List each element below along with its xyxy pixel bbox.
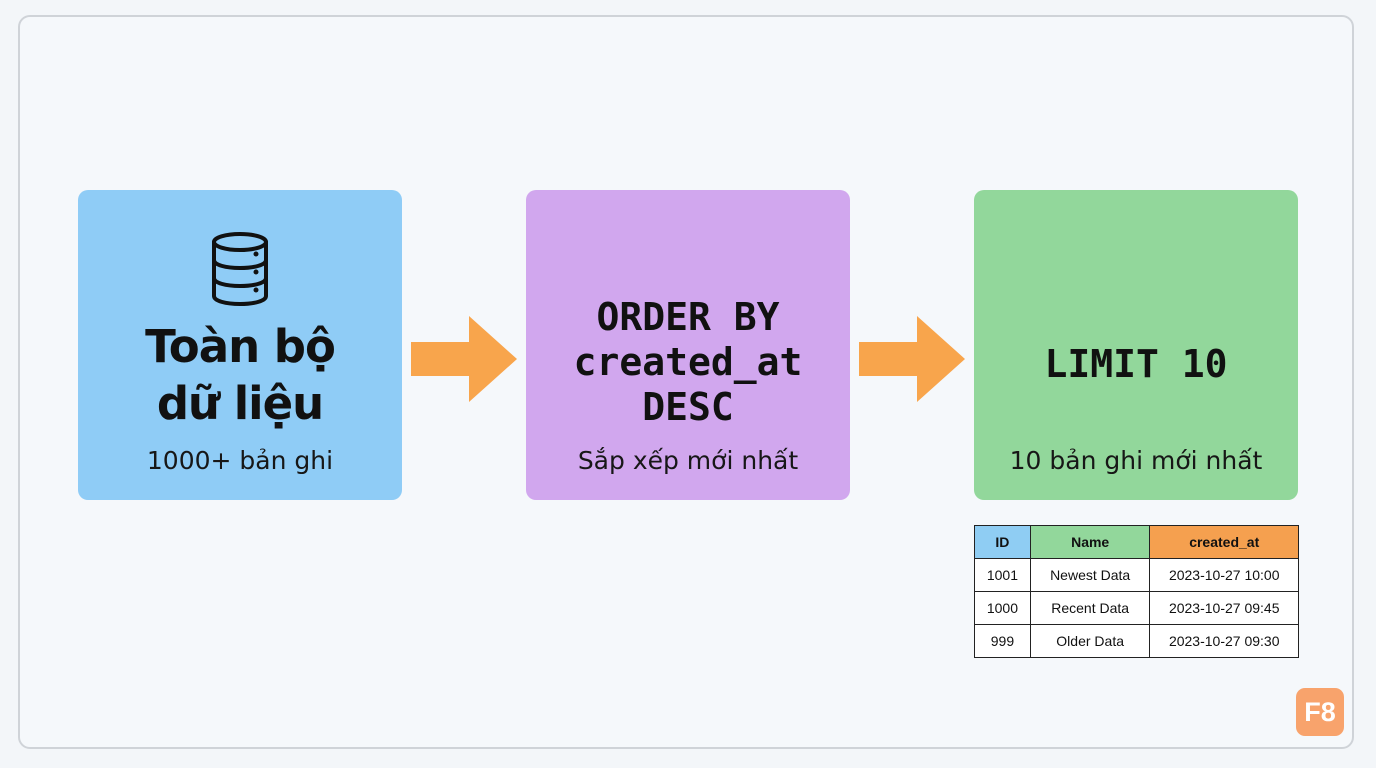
arrow-right-icon bbox=[411, 316, 517, 402]
f8-logo-badge: F8 bbox=[1296, 688, 1344, 736]
database-icon bbox=[212, 232, 268, 306]
step-all-data: Toàn bộ dữ liệu 1000+ bản ghi bbox=[78, 190, 402, 500]
step-title-line: Toàn bộ bbox=[145, 320, 336, 373]
step-title-line: dữ liệu bbox=[156, 377, 324, 430]
sql-line: ORDER BY bbox=[596, 295, 780, 339]
arrow-right-icon bbox=[859, 316, 965, 402]
cell-name: Older Data bbox=[1029, 624, 1151, 658]
cell-name: Recent Data bbox=[1029, 591, 1151, 625]
cell-created-at: 2023-10-27 10:00 bbox=[1149, 558, 1299, 592]
cell-id: 1000 bbox=[974, 591, 1031, 625]
step-subtitle: 1000+ bản ghi bbox=[146, 446, 334, 475]
table-row: 999 Older Data 2023-10-27 09:30 bbox=[974, 624, 1299, 658]
column-header-name: Name bbox=[1029, 525, 1151, 559]
step-order-by: ORDER BY created_at DESC Sắp xếp mới nhấ… bbox=[526, 190, 850, 500]
column-header-id: ID bbox=[974, 525, 1031, 559]
column-header-created-at: created_at bbox=[1149, 525, 1299, 559]
sql-line: DESC bbox=[642, 385, 734, 429]
step-limit: LIMIT 10 10 bản ghi mới nhất bbox=[974, 190, 1298, 500]
sql-clause: LIMIT 10 bbox=[974, 342, 1298, 387]
cell-id: 999 bbox=[974, 624, 1031, 658]
table-header-row: ID Name created_at bbox=[974, 525, 1299, 559]
sql-clause: ORDER BY created_at DESC bbox=[526, 295, 850, 430]
cell-name: Newest Data bbox=[1029, 558, 1151, 592]
table-row: 1000 Recent Data 2023-10-27 09:45 bbox=[974, 591, 1299, 625]
step-title: Toàn bộ dữ liệu bbox=[78, 318, 402, 432]
table-row: 1001 Newest Data 2023-10-27 10:00 bbox=[974, 558, 1299, 592]
cell-id: 1001 bbox=[974, 558, 1031, 592]
cell-created-at: 2023-10-27 09:45 bbox=[1149, 591, 1299, 625]
step-subtitle: Sắp xếp mới nhất bbox=[577, 446, 799, 475]
result-table: ID Name created_at 1001 Newest Data 2023… bbox=[974, 525, 1299, 658]
step-subtitle: 10 bản ghi mới nhất bbox=[1009, 446, 1263, 475]
sql-line: created_at bbox=[573, 340, 803, 384]
sql-line: LIMIT 10 bbox=[1044, 342, 1228, 386]
cell-created-at: 2023-10-27 09:30 bbox=[1149, 624, 1299, 658]
